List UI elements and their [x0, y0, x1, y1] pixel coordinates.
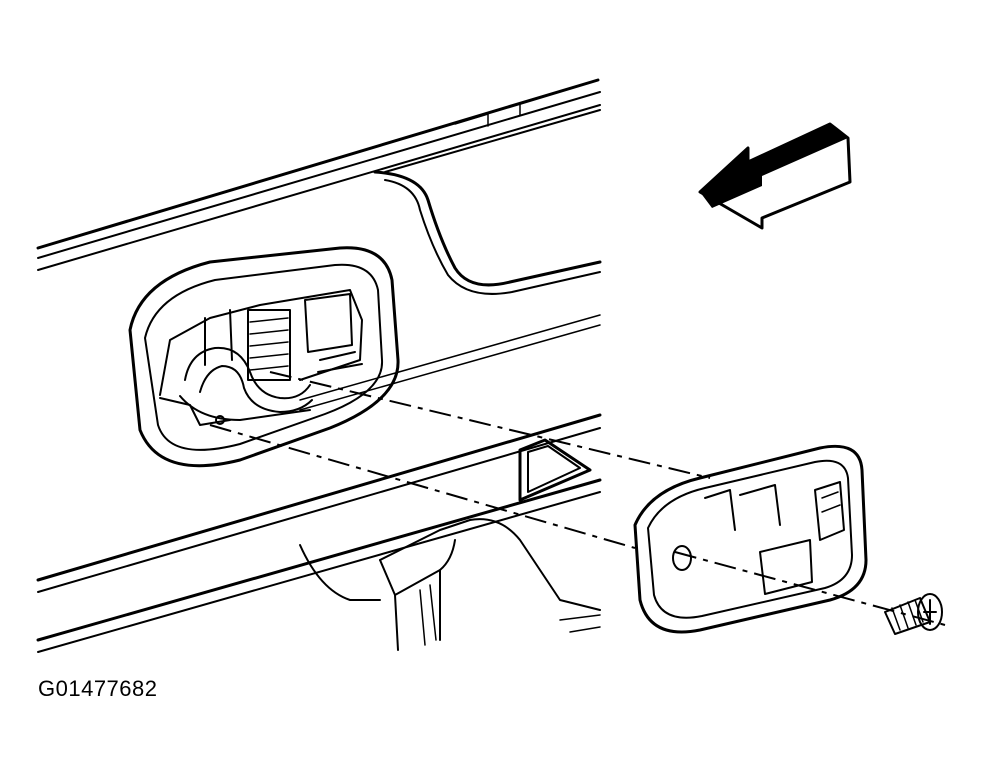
figure-id-label: G01477682 — [38, 676, 158, 701]
handle-mechanism — [159, 289, 363, 426]
door-lower-panel — [36, 314, 602, 653]
door-upper-panel — [36, 78, 601, 271]
alignment-lines — [209, 371, 946, 626]
screw-icon — [884, 593, 943, 635]
door-bottom-recess — [299, 438, 601, 651]
handle-bezel-part — [633, 444, 868, 634]
handle-pocket-bezel — [128, 246, 400, 468]
body-crease-line — [373, 170, 602, 295]
view-direction-arrow-icon — [698, 122, 852, 230]
